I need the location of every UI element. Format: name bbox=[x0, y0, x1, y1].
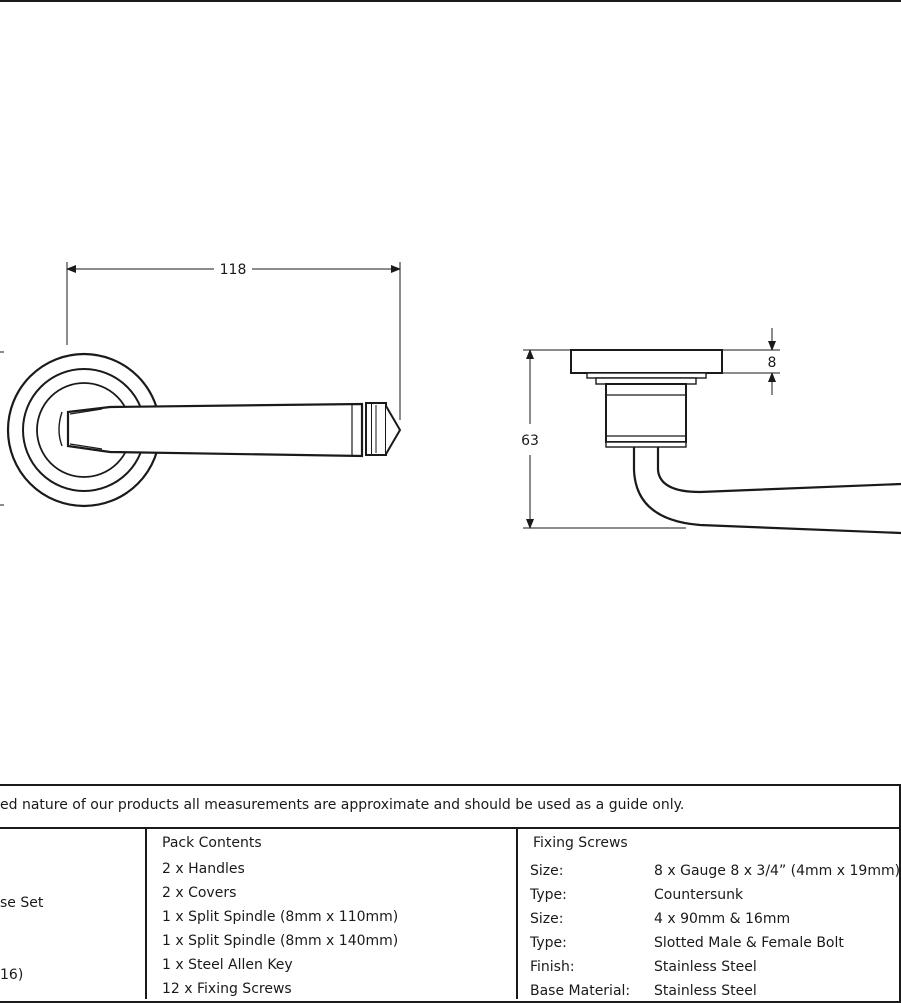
tip-point bbox=[385, 405, 402, 455]
spec-value: 8 x Gauge 8 x 3/4” (4mm x 19mm) bbox=[654, 863, 901, 879]
spec-value: Stainless Steel bbox=[654, 983, 757, 999]
spec-label: Type: bbox=[530, 935, 567, 951]
lever-neck bbox=[605, 383, 687, 443]
lever-arm-lower bbox=[632, 447, 901, 535]
dimension-width-label: 118 bbox=[220, 262, 247, 278]
spec-value: Countersunk bbox=[654, 887, 744, 903]
spec-divider bbox=[0, 827, 899, 829]
top-border bbox=[0, 0, 901, 2]
front-view bbox=[0, 262, 402, 508]
spec-value: Stainless Steel bbox=[654, 959, 757, 975]
list-item: 1 x Split Spindle (8mm x 140mm) bbox=[162, 933, 399, 949]
tip-ring bbox=[365, 402, 373, 456]
rose-plate bbox=[570, 349, 723, 374]
column-divider-1 bbox=[145, 829, 147, 999]
spec-sheet bbox=[0, 784, 901, 1003]
lever-arm-upper bbox=[656, 447, 901, 494]
side-view bbox=[523, 328, 901, 535]
spec-value: 4 x 90mm & 16mm bbox=[654, 911, 791, 927]
spec-label: Finish: bbox=[530, 959, 575, 975]
spec-label: Type: bbox=[530, 887, 567, 903]
product-name-fragment: se Set bbox=[0, 895, 44, 911]
spec-value: Slotted Male & Female Bolt bbox=[654, 935, 844, 951]
spec-label: Base Material: bbox=[530, 983, 631, 999]
measurement-note: ed nature of our products all measuremen… bbox=[0, 797, 685, 813]
list-item: 1 x Steel Allen Key bbox=[162, 957, 293, 973]
fixing-screws-header: Fixing Screws bbox=[533, 835, 628, 851]
technical-drawing: 118 8 63 bbox=[0, 262, 901, 535]
list-item: 12 x Fixing Screws bbox=[162, 981, 292, 997]
spec-label: Size: bbox=[530, 911, 564, 927]
list-item: 2 x Covers bbox=[162, 885, 237, 901]
list-item: 2 x Handles bbox=[162, 861, 245, 877]
column-divider-2 bbox=[516, 829, 518, 999]
spec-label: Size: bbox=[530, 863, 564, 879]
list-item: 1 x Split Spindle (8mm x 110mm) bbox=[162, 909, 399, 925]
dimension-depth-label: 8 bbox=[768, 355, 777, 371]
lever-body bbox=[66, 402, 364, 458]
pack-contents-header: Pack Contents bbox=[162, 835, 262, 851]
dimension-height-label: 63 bbox=[521, 433, 539, 449]
product-code-fragment: 16) bbox=[0, 967, 24, 983]
